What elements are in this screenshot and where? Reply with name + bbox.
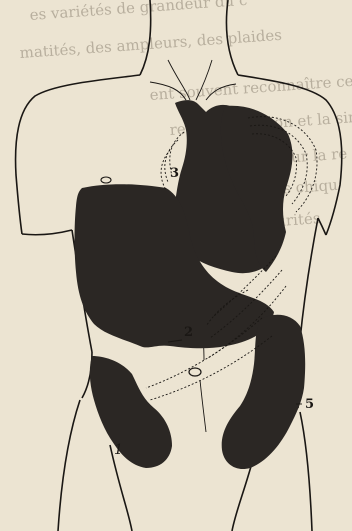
callout-right-side: 5 (305, 397, 314, 412)
callout-liver: 2 (184, 325, 193, 340)
organ-masses (75, 100, 306, 469)
callout-left-side: 1 (114, 442, 123, 458)
bowel-left (90, 356, 172, 468)
callout-heart: 3 (170, 166, 179, 181)
bleed-line: es variétés de grandeur du c (29, 0, 248, 24)
